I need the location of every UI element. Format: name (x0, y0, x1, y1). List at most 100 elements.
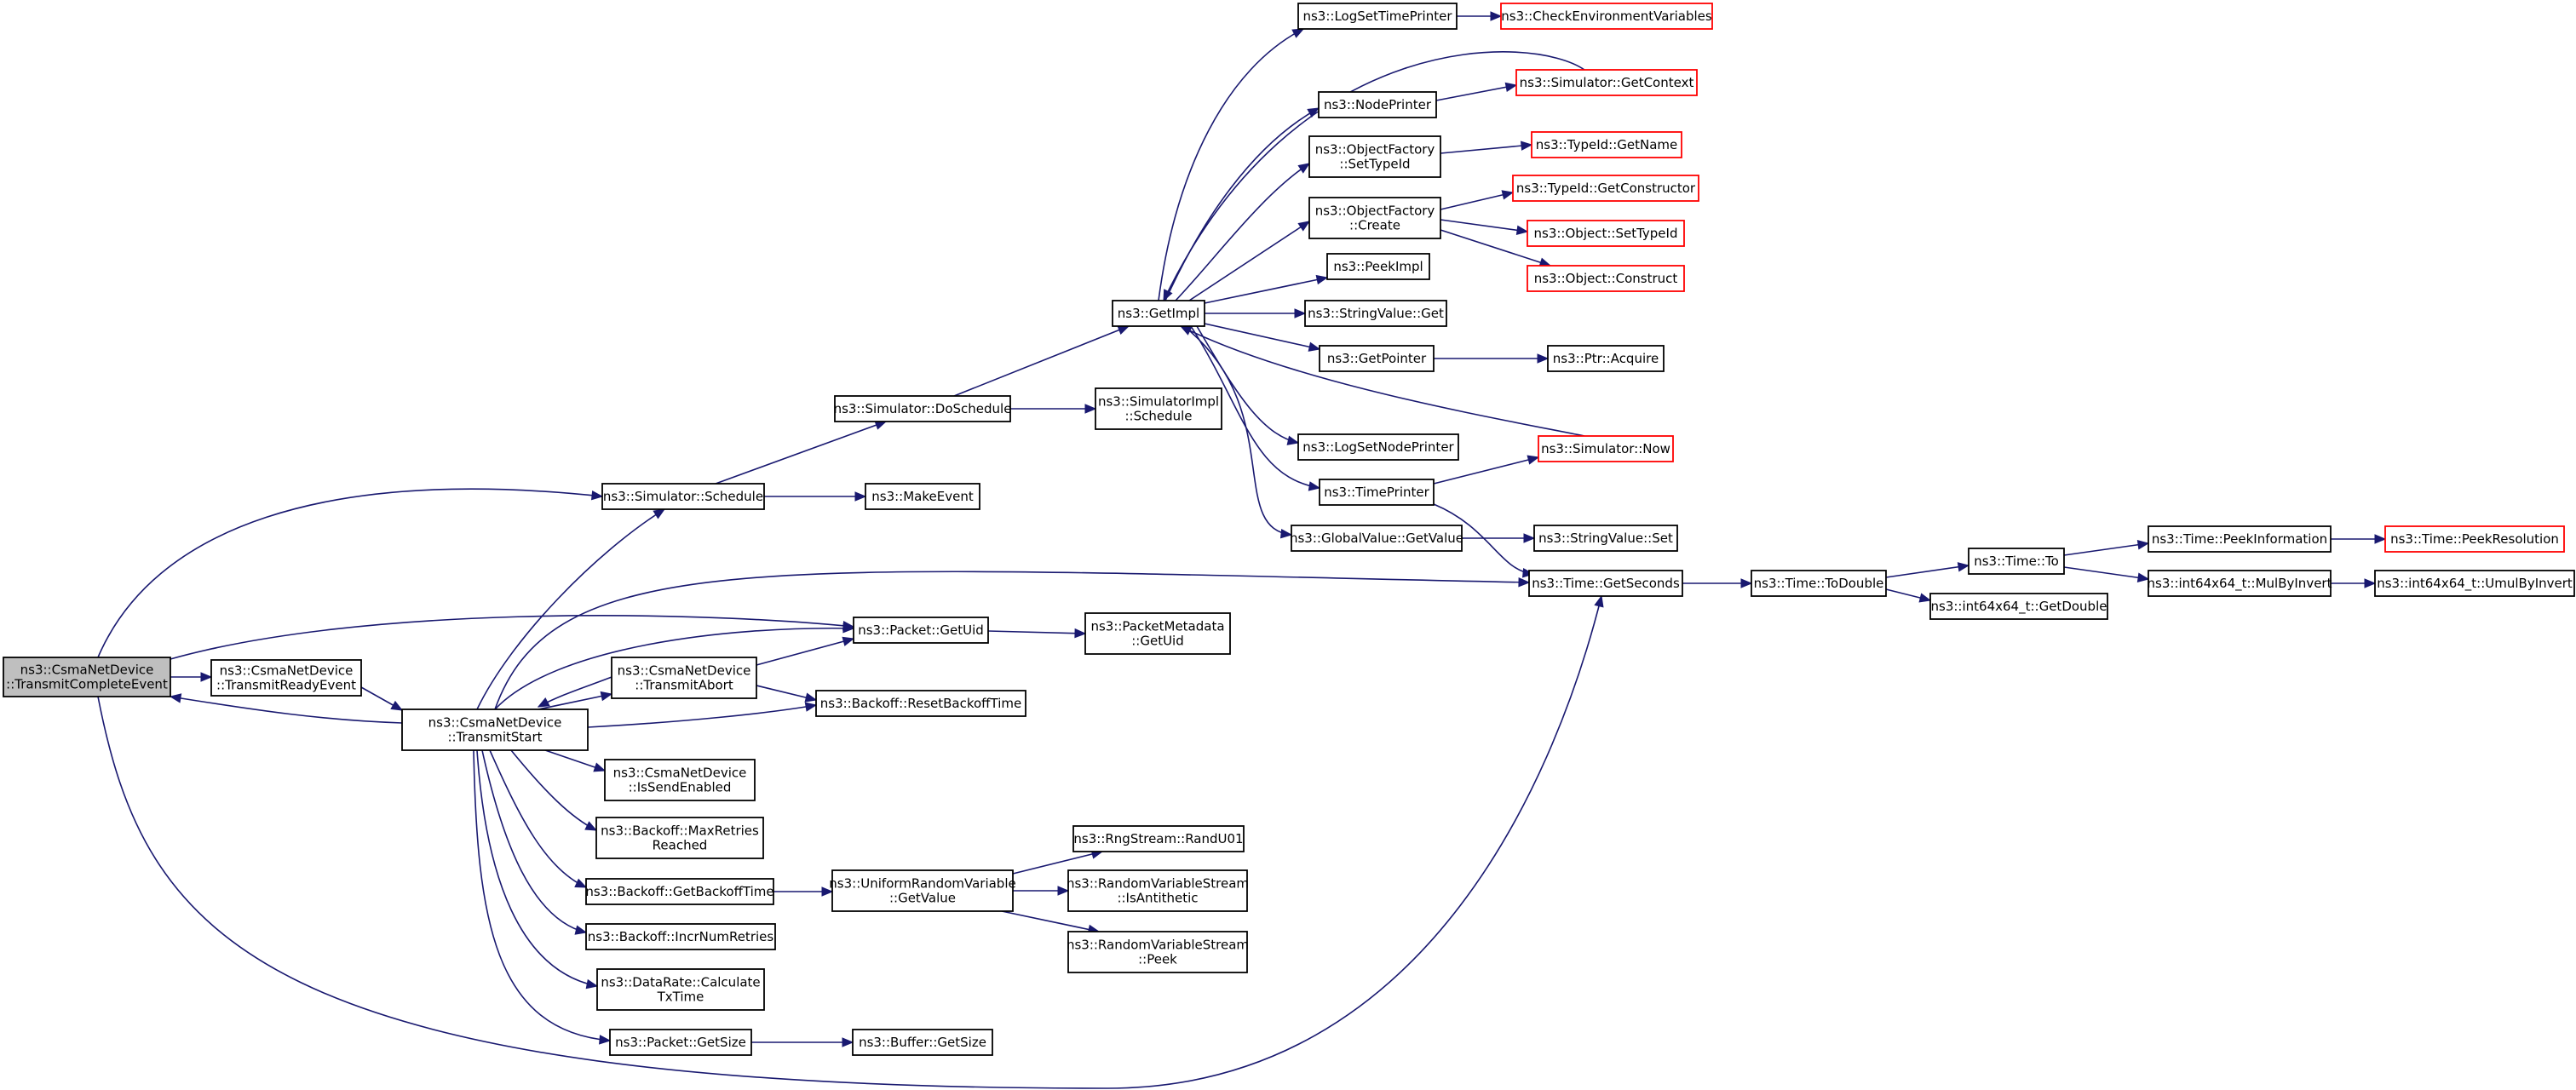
edge-line (1433, 503, 1534, 575)
node-getimpl[interactable]: ns3::GetImpl (1112, 300, 1205, 327)
edge-arrowhead (1957, 562, 1970, 572)
edge-getimpl-to-ofcreate (1188, 221, 1311, 301)
node-peekres[interactable]: ns3::Time::PeekResolution (2384, 525, 2565, 553)
edge-line (473, 749, 611, 1041)
node-box (2148, 570, 2332, 597)
node-label: ::TransmitCompleteEvent (6, 677, 168, 692)
edge-line (476, 508, 665, 710)
node-label: ::Schedule (1124, 409, 1192, 424)
node-peekinfo[interactable]: ns3::Time::PeekInformation (2148, 525, 2332, 553)
edges (97, 11, 2387, 1089)
node-timeto[interactable]: ns3::Time::To (1968, 548, 2065, 575)
node-issend[interactable]: ns3::CsmaNetDevice::IsSendEnabled (604, 759, 756, 801)
node-randu01[interactable]: ns3::RngStream::RandU01 (1072, 825, 1245, 852)
node-label: ns3::CsmaNetDevice (20, 663, 154, 678)
nodes: ns3::CsmaNetDevice::TransmitCompleteEven… (3, 3, 2575, 1056)
node-tre[interactable]: ns3::CsmaNetDevice::TransmitReadyEvent (210, 659, 362, 697)
node-box (2374, 570, 2575, 597)
edge-line (1440, 144, 1532, 154)
node-dosched[interactable]: ns3::Simulator::DoSchedule (834, 395, 1012, 422)
node-root[interactable]: ns3::CsmaNetDevice::TransmitCompleteEven… (3, 657, 171, 697)
edge-line (1183, 325, 1292, 536)
node-resetbo[interactable]: ns3::Backoff::ResetBackoffTime (815, 690, 1026, 717)
edge-arrowhead (1291, 28, 1305, 38)
node-label: ns3::Backoff::MaxRetries (601, 823, 759, 839)
edge-getimpl-to-gvgetvalue (1183, 325, 1293, 539)
node-label: ::TransmitReadyEvent (216, 678, 356, 693)
node-ofsettype[interactable]: ns3::ObjectFactory::SetTypeId (1308, 135, 1441, 178)
edge-line (481, 749, 587, 933)
edge-arrowhead (1308, 481, 1321, 491)
node-tabort[interactable]: ns3::CsmaNetDevice::TransmitAbort (611, 657, 757, 699)
node-timeprinter[interactable]: ns3::TimePrinter (1319, 479, 1435, 506)
node-label: ns3::MakeEvent (871, 489, 974, 504)
node-objconstruct[interactable]: ns3::Object::Construct (1527, 265, 1685, 292)
node-objsettype[interactable]: ns3::Object::SetTypeId (1527, 220, 1685, 247)
node-ts[interactable]: ns3::CsmaNetDevice::TransmitStart (401, 708, 589, 751)
edge-sched-to-dosched (715, 420, 888, 485)
node-bufgetsize[interactable]: ns3::Buffer::GetSize (852, 1029, 993, 1056)
node-box (1072, 825, 1245, 852)
node-checkenv[interactable]: ns3::CheckEnvironmentVariables (1500, 3, 1713, 30)
node-simnow[interactable]: ns3::Simulator::Now (1538, 435, 1674, 462)
node-rvspeek[interactable]: ns3::RandomVariableStream::Peek (1067, 931, 1249, 973)
node-nodeprinter[interactable]: ns3::NodePrinter (1318, 91, 1437, 118)
node-svset[interactable]: ns3::StringValue::Set (1533, 525, 1678, 552)
node-simimpl[interactable]: ns3::SimulatorImpl::Schedule (1095, 387, 1222, 430)
node-box (1533, 525, 1678, 552)
node-box (865, 483, 980, 510)
node-box (1531, 131, 1682, 158)
node-svget[interactable]: ns3::StringValue::Get (1304, 300, 1447, 327)
node-box (1929, 593, 2108, 620)
edge-line (1163, 51, 1585, 301)
node-sched[interactable]: ns3::Simulator::Schedule (601, 483, 765, 510)
node-ofcreate[interactable]: ns3::ObjectFactory::Create (1308, 197, 1441, 239)
edge-arrowhead (169, 693, 182, 703)
edge-arrowhead (1297, 163, 1311, 174)
edge-todouble-to-timeto (1885, 562, 1970, 578)
node-pktgetsize[interactable]: ns3::Packet::GetSize (609, 1029, 752, 1056)
edge-line (170, 615, 854, 660)
node-incrretries[interactable]: ns3::Backoff::IncrNumRetries (585, 923, 776, 950)
node-gvgetvalue[interactable]: ns3::GlobalValue::GetValue (1290, 525, 1463, 552)
edge-getimpl-to-ofsettype (1175, 163, 1311, 301)
node-getdouble[interactable]: ns3::int64x64_t::GetDouble (1929, 593, 2108, 620)
node-ptracq[interactable]: ns3::Ptr::Acquire (1547, 345, 1665, 372)
node-mulbyinv[interactable]: ns3::int64x64_t::MulByInvert (2148, 570, 2332, 597)
edge-line (494, 571, 1530, 710)
node-box (604, 759, 756, 801)
node-label: ns3::Time::PeekResolution (2390, 531, 2559, 547)
edge-line (756, 638, 854, 666)
node-label: ns3::Simulator::Now (1541, 441, 1670, 456)
node-tidgetctor[interactable]: ns3::TypeId::GetConstructor (1512, 175, 1699, 202)
edge-line (1433, 456, 1539, 485)
node-peekimpl[interactable]: ns3::PeekImpl (1326, 253, 1430, 280)
node-getbo[interactable]: ns3::Backoff::GetBackoffTime (585, 878, 774, 905)
edge-arrowhead (1515, 225, 1529, 235)
edge-getimpl-to-logsetnp (1196, 325, 1300, 445)
node-todouble[interactable]: ns3::Time::ToDouble (1751, 570, 1887, 597)
edge-arrowhead (1504, 82, 1518, 92)
node-urvget[interactable]: ns3::UniformRandomVariable::GetValue (829, 869, 1016, 912)
edge-arrowhead (854, 491, 867, 502)
node-label: ns3::LogSetTimePrinter (1302, 9, 1452, 24)
node-getseconds[interactable]: ns3::Time::GetSeconds (1528, 570, 1683, 597)
node-getpointer[interactable]: ns3::GetPointer (1319, 345, 1435, 372)
edge-line (97, 488, 603, 658)
node-tidgetname[interactable]: ns3::TypeId::GetName (1531, 131, 1682, 158)
edge-arrowhead (1286, 435, 1300, 445)
edge-sched-to-makeevent (764, 491, 867, 502)
node-makeevent[interactable]: ns3::MakeEvent (865, 483, 980, 510)
node-umulbyinv[interactable]: ns3::int64x64_t::UmulByInvert (2374, 570, 2575, 597)
node-logsettp[interactable]: ns3::LogSetTimePrinter (1297, 3, 1458, 30)
node-pktgetuid[interactable]: ns3::Packet::GetUid (853, 617, 989, 644)
node-pmgetuid[interactable]: ns3::PacketMetadata::GetUid (1084, 612, 1231, 655)
node-logsetnp[interactable]: ns3::LogSetNodePrinter (1297, 433, 1459, 461)
edge-ts-to-tabort (538, 691, 613, 710)
node-label: ns3::Time::To (1974, 554, 2059, 569)
node-isanti[interactable]: ns3::RandomVariableStream::IsAntithetic (1067, 869, 1249, 912)
node-getctx[interactable]: ns3::Simulator::GetContext (1515, 69, 1698, 96)
node-label: ns3::DataRate::Calculate (601, 975, 760, 990)
